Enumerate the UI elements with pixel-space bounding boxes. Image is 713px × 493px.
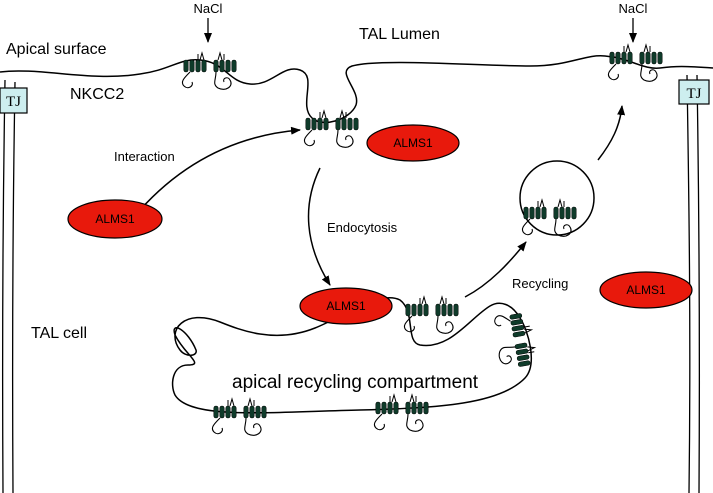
alms1-ellipse: [599, 271, 693, 309]
alms1-ellipse: [67, 199, 163, 239]
recycling-label: Recycling: [512, 276, 568, 291]
nkcc2-transporter: [521, 198, 577, 237]
alms1-bound-endocytosis: ALMS1: [299, 287, 393, 325]
alms1-free: ALMS1: [67, 199, 163, 239]
right-cell-border-outer: [686, 74, 691, 493]
tight-junction-right: TJ: [678, 79, 710, 105]
alms1-label: ALMS1: [626, 283, 666, 297]
cell-borders: [1, 74, 701, 493]
alms1-ellipse: [366, 124, 460, 162]
apical-membrane: [0, 55, 713, 124]
interaction-arrow: [139, 126, 301, 211]
nkcc2-transporters: [181, 43, 663, 436]
nacl-left-label: NaCl: [194, 1, 223, 16]
tj-right-box: [678, 79, 710, 105]
nkcc2-transporter: [181, 51, 237, 90]
tal-cell-label: TAL cell: [31, 325, 87, 342]
tj-left-label: TJ: [6, 94, 21, 110]
recycling-compartment-label: apical recycling compartment: [232, 372, 479, 393]
recycling-compartment: [171, 297, 533, 414]
tj-right-label: TJ: [687, 86, 702, 102]
endocytosis-label: Endocytosis: [327, 220, 398, 235]
exocytosis-arrow: [597, 105, 626, 161]
nkcc2-transporter: [403, 295, 459, 334]
alms1-ellipse: [299, 287, 393, 325]
nkcc2-transporter: [303, 109, 359, 148]
tj-left-box: [0, 87, 28, 114]
alms1-cytoplasm: ALMS1: [599, 271, 693, 309]
nkcc2-transporter: [494, 313, 537, 367]
left-cell-border-outer: [1, 79, 6, 493]
nkcc2-transporter: [607, 43, 663, 82]
nkcc2-transporter: [211, 397, 267, 436]
nkcc2-label: NKCC2: [70, 86, 124, 103]
endocytosis-arrow: [307, 167, 331, 286]
interaction-label: Interaction: [114, 149, 175, 164]
tight-junction-left: TJ: [0, 87, 28, 114]
right-cell-border-inner: [696, 74, 701, 493]
apical-surface-label: Apical surface: [6, 41, 107, 58]
alms1-label: ALMS1: [95, 212, 135, 226]
nkcc2-transporter: [373, 393, 429, 432]
recycling-arrow: [464, 241, 527, 298]
nacl-right-label: NaCl: [619, 1, 648, 16]
alms1-label: ALMS1: [393, 136, 433, 150]
left-cell-border-inner: [11, 81, 16, 493]
alms1-label: ALMS1: [326, 299, 366, 313]
tal-lumen-label: TAL Lumen: [359, 26, 440, 43]
vesicle: [519, 160, 595, 236]
alms1-bound-membrane: ALMS1: [366, 124, 460, 162]
